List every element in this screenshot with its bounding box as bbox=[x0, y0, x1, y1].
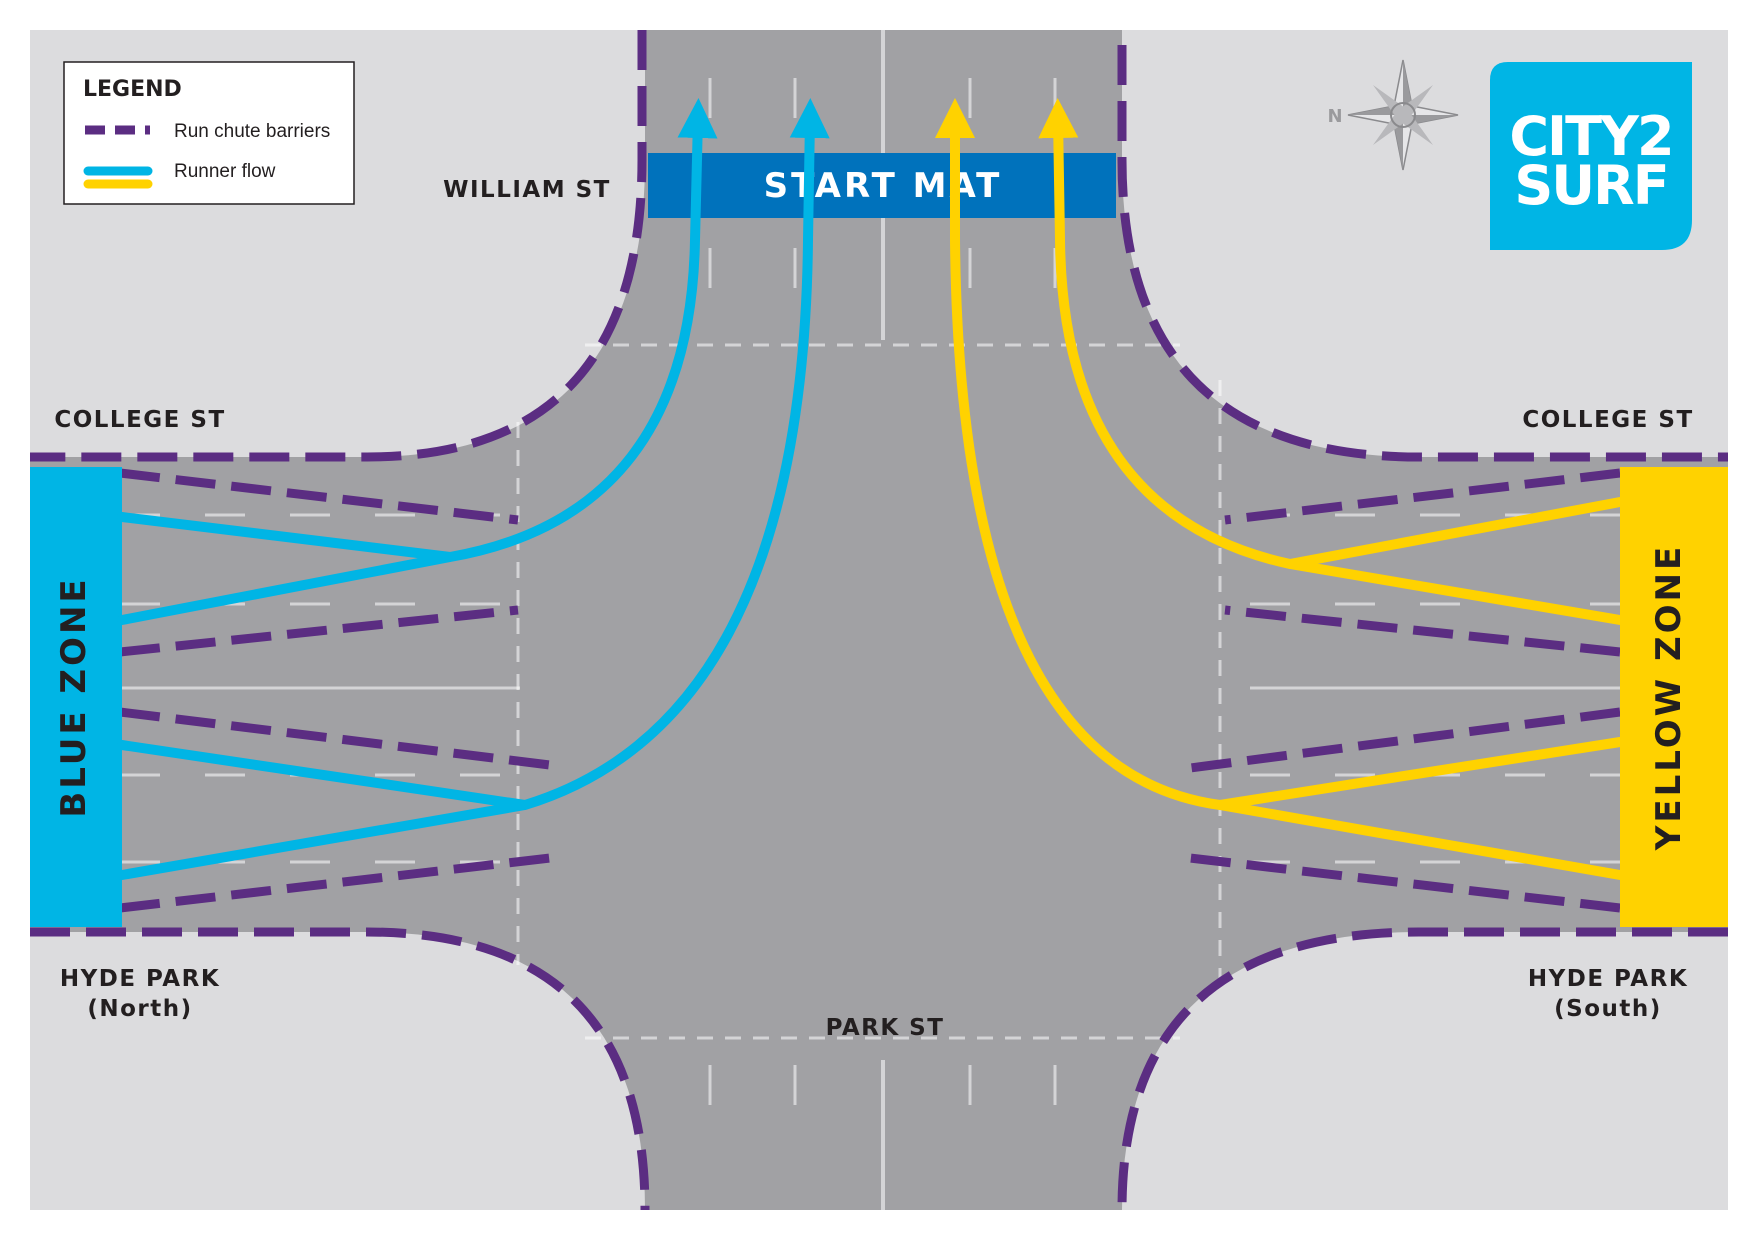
street-label-park: PARK ST bbox=[826, 1015, 945, 1041]
blue-zone-label: BLUE ZONE bbox=[54, 576, 94, 817]
legend-flow-label: Runner flow bbox=[174, 161, 276, 182]
street-label-hyde-south: HYDE PARK bbox=[1528, 966, 1688, 992]
run-chute-barriers bbox=[30, 30, 1728, 1211]
street-label-hyde-south-sub: (South) bbox=[1554, 996, 1662, 1022]
legend: LEGEND Run chute barriers Runner flow bbox=[63, 61, 355, 205]
compass-north-label: N bbox=[1327, 106, 1342, 127]
compass-icon bbox=[1347, 59, 1459, 171]
yellow-runner-flow bbox=[935, 98, 1625, 880]
street-label-college-right: COLLEGE ST bbox=[1522, 407, 1693, 433]
street-label-college-left: COLLEGE ST bbox=[54, 407, 225, 433]
start-mat-label: START MAT bbox=[764, 166, 1003, 206]
road-surface bbox=[30, 30, 1728, 1210]
blue-runner-flow bbox=[117, 98, 830, 880]
logo-line-2: SURF bbox=[1514, 154, 1667, 217]
legend-barrier-label: Run chute barriers bbox=[174, 121, 330, 142]
street-label-hyde-north: HYDE PARK bbox=[60, 966, 220, 992]
start-mat bbox=[648, 153, 1116, 218]
street-label-william: WILLIAM ST bbox=[443, 177, 611, 203]
blue-zone bbox=[30, 467, 122, 927]
yellow-zone-label: YELLOW ZONE bbox=[1649, 544, 1689, 851]
yellow-zone bbox=[1620, 467, 1728, 927]
city2surf-logo bbox=[1490, 62, 1692, 250]
logo-line-1: CITY2 bbox=[1509, 105, 1672, 168]
legend-title: LEGEND bbox=[83, 77, 182, 102]
street-label-hyde-north-sub: (North) bbox=[87, 996, 192, 1022]
